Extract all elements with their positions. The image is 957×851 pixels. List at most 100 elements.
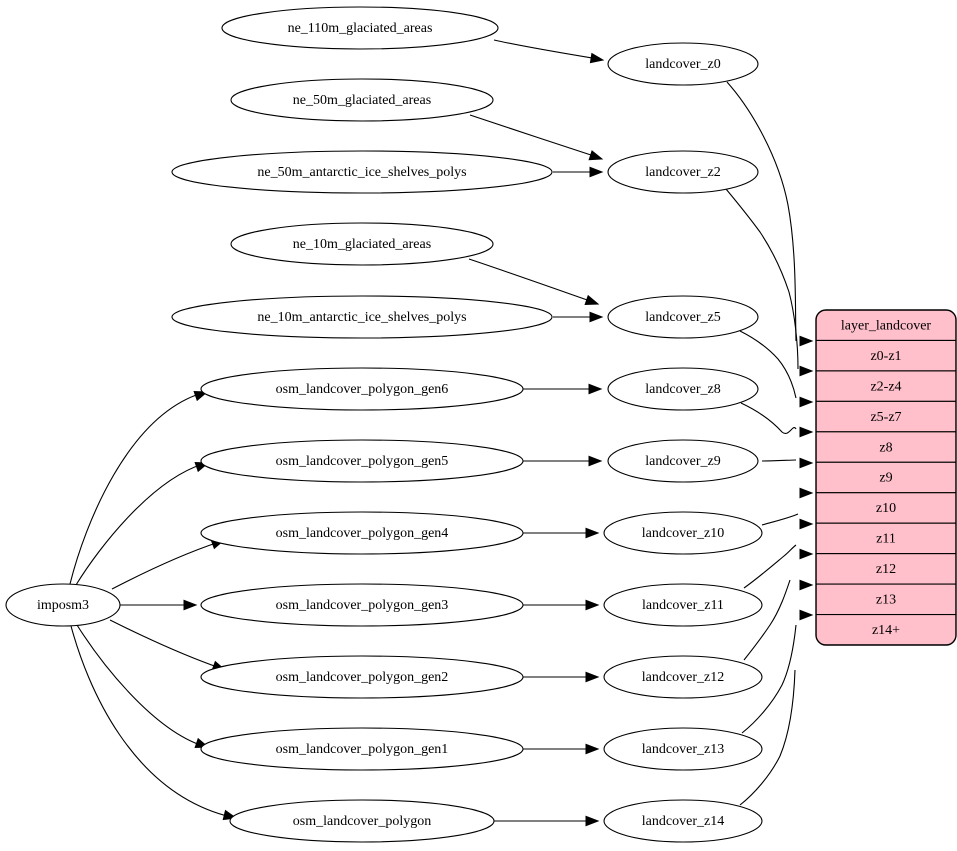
node-ellipse [200, 367, 524, 411]
node-ellipse [171, 295, 553, 339]
node-osm_landcover_polygon_gen5[interactable]: osm_landcover_polygon_gen5 [200, 439, 524, 483]
arrowhead-to-table_row_3 [799, 426, 814, 438]
edge-imposm3-to-osm_landcover_polygon [70, 625, 232, 818]
table-row[interactable]: z12 [816, 553, 956, 585]
edge-landcover_z8-to-table_row_3 [740, 402, 797, 434]
arrowhead-to-landcover_z14 [585, 815, 600, 827]
node-label: landcover_z9 [645, 454, 720, 469]
node-osm_landcover_polygon_gen3[interactable]: osm_landcover_polygon_gen3 [200, 583, 524, 627]
node-landcover_z11[interactable]: landcover_z11 [603, 583, 763, 627]
arrowhead-to-landcover_z2 [588, 150, 604, 161]
node-ne_10m_antarctic_ice_shelves_polys[interactable]: ne_10m_antarctic_ice_shelves_polys [171, 295, 553, 339]
arrowhead-to-osm_landcover_polygon_gen3 [183, 599, 198, 611]
node-label: ne_110m_glaciated_areas [288, 21, 433, 36]
node-osm_landcover_polygon[interactable]: osm_landcover_polygon [229, 799, 495, 843]
table-outer-border [815, 309, 957, 646]
node-ne_110m_glaciated_areas[interactable]: ne_110m_glaciated_areas [221, 6, 499, 50]
node-landcover_z8[interactable]: landcover_z8 [607, 367, 759, 411]
edge-imposm3-to-osm_landcover_polygon_gen5 [75, 463, 204, 586]
node-label: osm_landcover_polygon_gen3 [276, 598, 449, 613]
node-osm_landcover_polygon_gen1[interactable]: osm_landcover_polygon_gen1 [200, 727, 524, 771]
node-ellipse [221, 6, 499, 50]
table-row[interactable]: z11 [816, 522, 956, 555]
node-ellipse [230, 78, 494, 122]
arrowhead-to-landcover_z8 [588, 383, 603, 395]
node-landcover_z12[interactable]: landcover_z12 [603, 655, 763, 699]
table-header-cell: layer_landcover [816, 310, 956, 342]
table-row[interactable]: z14+ [816, 613, 956, 645]
node-landcover_z9[interactable]: landcover_z9 [607, 439, 759, 483]
table-row[interactable]: z9 [816, 461, 956, 494]
node-label: osm_landcover_polygon_gen5 [276, 454, 449, 469]
arrowhead-to-table_row_5 [799, 487, 814, 499]
node-label: ne_50m_glaciated_areas [293, 93, 431, 108]
table-row[interactable]: z2-z4 [816, 370, 956, 402]
arrowhead-to-osm_landcover_polygon_gen6 [193, 391, 209, 402]
table-row-label: z10 [876, 501, 896, 516]
edges-layer [69, 39, 799, 822]
node-ne_10m_glaciated_areas[interactable]: ne_10m_glaciated_areas [230, 222, 494, 266]
node-label: landcover_z5 [645, 310, 720, 325]
arrowhead-to-landcover_z10 [585, 527, 600, 539]
node-ellipse [200, 583, 524, 627]
table-row[interactable]: z0-z1 [816, 339, 956, 372]
node-ellipse [200, 439, 524, 483]
table-row-label: z0-z1 [870, 349, 901, 364]
node-label: osm_landcover_polygon [293, 814, 431, 829]
node-label: imposm3 [37, 598, 89, 613]
node-ellipse [607, 367, 759, 411]
edge-landcover_z12-to-table_row_7 [743, 579, 791, 661]
node-landcover_z10[interactable]: landcover_z10 [603, 511, 763, 555]
edge-landcover_z11-to-table_row_6 [743, 544, 797, 589]
arrowhead-to-landcover_z11 [585, 599, 600, 611]
node-ellipse [603, 655, 763, 699]
nodes-layer: ne_110m_glaciated_areas ne_50m_glaciated_… [5, 6, 763, 843]
node-landcover_z13[interactable]: landcover_z13 [603, 727, 763, 771]
node-imposm3[interactable]: imposm3 [5, 583, 121, 627]
node-osm_landcover_polygon_gen4[interactable]: osm_landcover_polygon_gen4 [200, 511, 524, 555]
edge-ne_10m_glaciated_areas-to-landcover_z5 [468, 258, 594, 303]
arrowhead-to-landcover_z12 [585, 671, 600, 683]
node-ne_50m_antarctic_ice_shelves_polys[interactable]: ne_50m_antarctic_ice_shelves_polys [171, 150, 553, 194]
arrowhead-to-table_row_0 [799, 335, 814, 347]
node-ellipse [603, 799, 763, 843]
node-landcover_z5[interactable]: landcover_z5 [607, 295, 759, 339]
node-ne_50m_glaciated_areas[interactable]: ne_50m_glaciated_areas [230, 78, 494, 122]
table-row[interactable]: z5-z7 [816, 400, 956, 433]
node-label: landcover_z11 [642, 598, 724, 613]
node-label: osm_landcover_polygon_gen6 [276, 382, 449, 397]
table-row[interactable]: z8 [816, 431, 956, 463]
table-row[interactable]: z13 [816, 583, 956, 616]
edge-landcover_z14-to-table_row_9 [739, 669, 796, 806]
table-row-label: z12 [876, 562, 896, 577]
node-ellipse [171, 150, 553, 194]
node-osm_landcover_polygon_gen2[interactable]: osm_landcover_polygon_gen2 [200, 655, 524, 699]
node-landcover_z0[interactable]: landcover_z0 [607, 42, 759, 86]
table-row-label: z14+ [872, 623, 900, 638]
node-label: ne_10m_antarctic_ice_shelves_polys [257, 310, 466, 325]
table-row-label: z5-z7 [870, 410, 901, 425]
edge-ne_110m_glaciated_areas-to-landcover_z0 [493, 39, 599, 60]
arrowhead-to-table_row_6 [799, 518, 814, 530]
node-landcover_z2[interactable]: landcover_z2 [607, 150, 759, 194]
edge-imposm3-to-osm_landcover_polygon_gen2 [109, 619, 221, 669]
arrowhead-to-table_row_9 [799, 609, 814, 621]
arrowhead-to-landcover_z13 [585, 743, 600, 755]
node-label: landcover_z12 [642, 670, 724, 685]
arrowhead-to-landcover_z5 [584, 294, 600, 305]
node-ellipse [607, 150, 759, 194]
node-osm_landcover_polygon_gen6[interactable]: osm_landcover_polygon_gen6 [200, 367, 524, 411]
edge-landcover_z0-to-table_row_0 [726, 81, 797, 342]
node-landcover_z14[interactable]: landcover_z14 [603, 799, 763, 843]
edge-imposm3-to-osm_landcover_polygon_gen6 [69, 392, 203, 585]
node-label: osm_landcover_polygon_gen2 [276, 670, 449, 685]
node-ellipse [200, 727, 524, 771]
node-label: landcover_z0 [645, 57, 720, 72]
edge-imposm3-to-osm_landcover_polygon_gen1 [76, 624, 204, 747]
edge-landcover_z5-to-table_row_2 [739, 330, 797, 399]
arrowhead-to-table_row_2 [799, 396, 814, 408]
arrowhead-to-landcover_z2 [589, 166, 604, 178]
table-row[interactable]: z10 [816, 492, 956, 524]
